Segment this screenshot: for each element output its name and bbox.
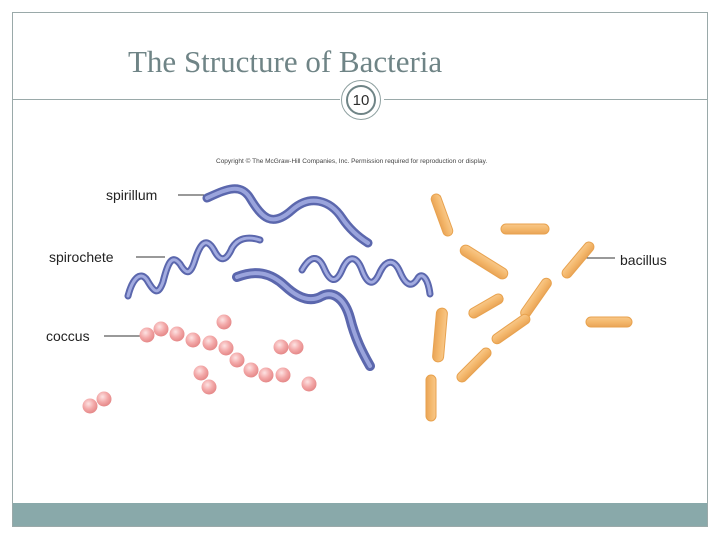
page-number: 10: [346, 85, 376, 115]
coccus-cells: [82, 314, 317, 414]
slide-title: The Structure of Bacteria: [128, 44, 443, 79]
title-rule-left: [13, 99, 340, 100]
page-number-badge: 10: [341, 80, 381, 120]
title-rule-right: [384, 99, 707, 100]
footer-bar: [13, 503, 707, 526]
spirillum-label: spirillum: [106, 187, 158, 203]
spirillum-cells: [202, 184, 375, 371]
spirochete-label: spirochete: [49, 249, 114, 265]
bacillus-cells: [425, 193, 633, 422]
copyright-notice: Copyright © The McGraw-Hill Companies, I…: [216, 158, 488, 165]
bacillus-label: bacillus: [620, 252, 667, 268]
spirochete-cells: [124, 234, 434, 300]
coccus-label: coccus: [46, 328, 90, 344]
